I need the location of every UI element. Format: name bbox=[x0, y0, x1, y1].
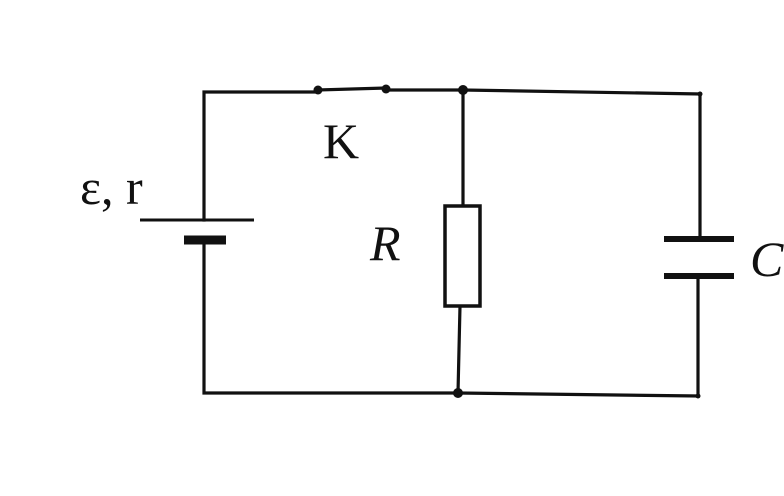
switch-contact-left bbox=[313, 85, 323, 95]
wire-top-right bbox=[384, 88, 702, 96]
switch-symbol bbox=[313, 84, 391, 95]
corner-bottom-right bbox=[695, 393, 701, 399]
capacitor-label: C bbox=[750, 231, 784, 287]
source-label: ε, r bbox=[80, 159, 143, 215]
switch-label: K bbox=[323, 113, 359, 169]
switch-contact-right bbox=[381, 84, 391, 94]
battery-symbol bbox=[140, 218, 254, 245]
junction-top bbox=[458, 85, 468, 95]
wire-left-lower-bottom bbox=[202, 238, 700, 398]
switch-blade bbox=[316, 86, 388, 92]
wire-middle-lower bbox=[456, 304, 462, 395]
capacitor-symbol bbox=[664, 236, 734, 279]
corner-top-right bbox=[697, 91, 703, 97]
wire-left-upper bbox=[202, 90, 320, 222]
junction-nodes bbox=[453, 85, 703, 399]
junction-bottom bbox=[453, 388, 463, 398]
resistor-symbol bbox=[443, 204, 482, 308]
resistor-label: R bbox=[369, 215, 401, 271]
